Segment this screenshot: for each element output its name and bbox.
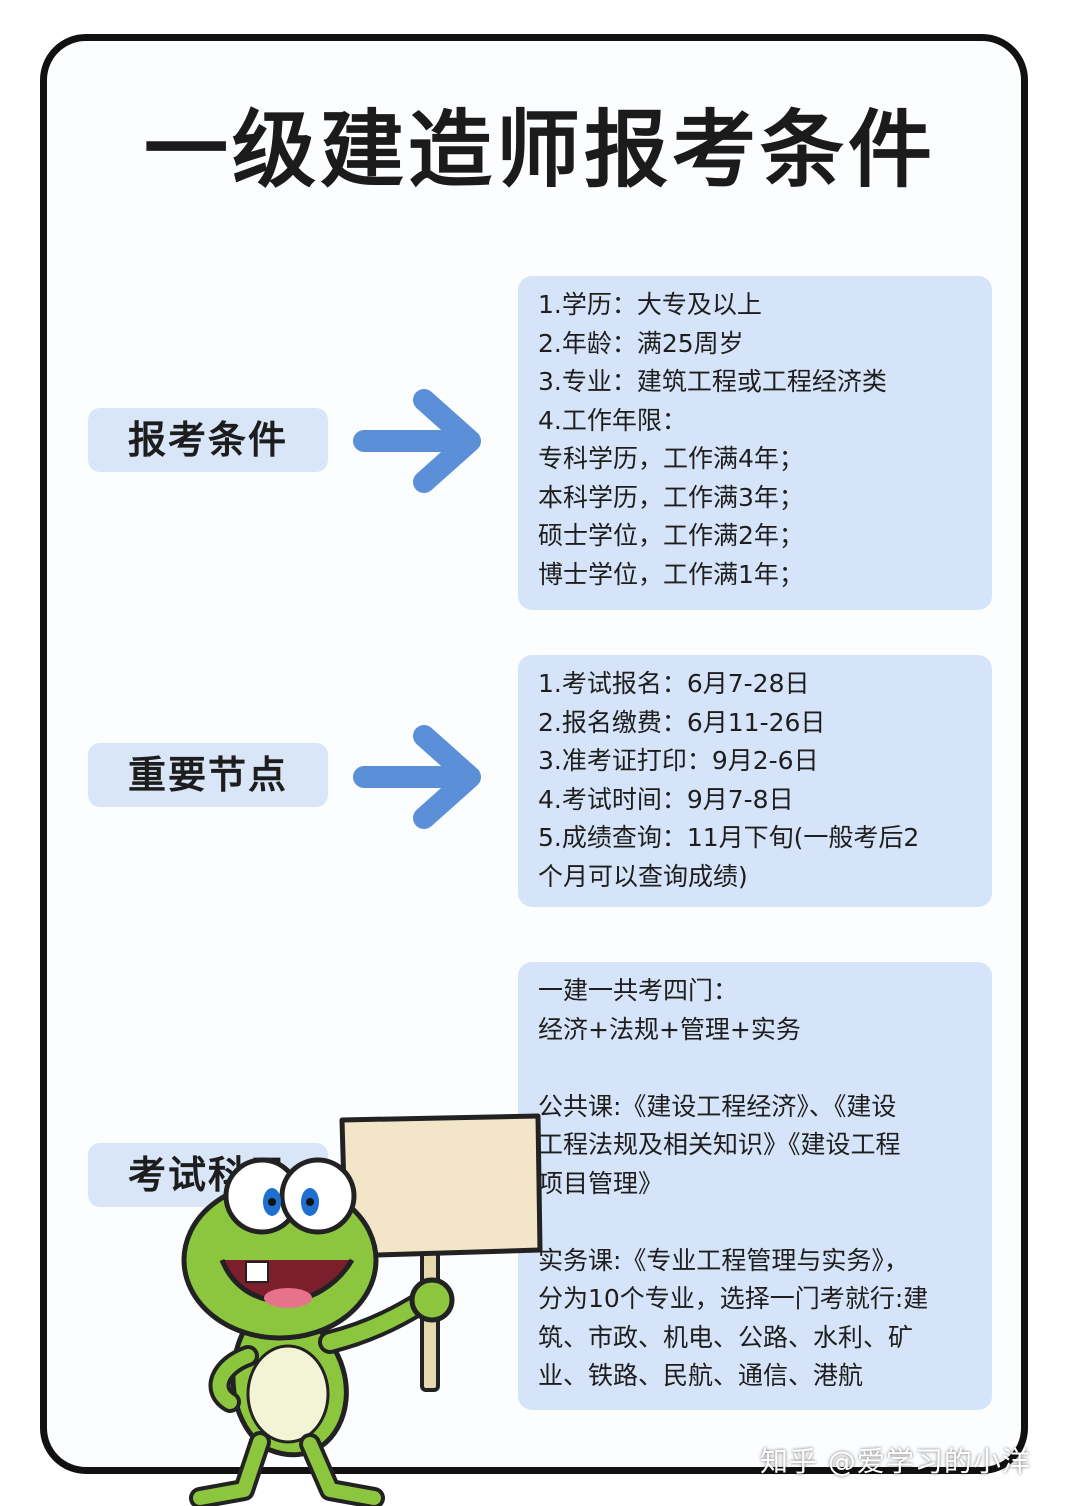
list-item: 项目管理》 <box>538 1168 664 1198</box>
list-item: 3.准考证打印：9月2-6日 <box>538 746 819 775</box>
list-item: 硕士学位，工作满2年； <box>538 521 804 550</box>
list-item: 一建一共考四门： <box>538 976 739 1005</box>
panel-key-dates: 1.考试报名：6月7-28日 2.报名缴费：6月11-26日 3.准考证打印：9… <box>518 655 992 907</box>
list-item: 筑、市政、机电、公路、水利、矿 <box>538 1322 914 1352</box>
list-item: 实务课:《专业工程管理与实务》， <box>538 1245 909 1275</box>
list-item: 业、铁路、民航、通信、港航 <box>538 1361 864 1390</box>
list-item: 2.报名缴费：6月11-26日 <box>538 707 826 737</box>
list-item: 4.考试时间：9月7-8日 <box>538 784 794 814</box>
label-key-dates: 重要节点 <box>88 743 328 807</box>
list-item: 4.工作年限： <box>538 405 687 435</box>
panel-exam-subjects: 一建一共考四门： 经济+法规+管理+实务 公共课:《建设工程经济》、《建设 工程… <box>518 962 992 1410</box>
list-item: 1.学历：大专及以上 <box>538 290 762 319</box>
frog-holding-sign-icon <box>181 1113 543 1506</box>
list-item: 公共课:《建设工程经济》、《建设 <box>538 1091 897 1121</box>
list-item: 5.成绩查询：11月下旬(一般考后2 <box>538 823 920 852</box>
list-item: 工程法规及相关知识》《建设工程 <box>538 1130 901 1159</box>
watermark: 知乎 @爱学习的小洋 <box>760 1445 1031 1478</box>
list-item: 经济+法规+管理+实务 <box>538 1014 801 1044</box>
panel-requirements: 1.学历：大专及以上 2.年龄：满25周岁 3.专业：建筑工程或工程经济类 4.… <box>518 276 992 610</box>
blank-line <box>538 1203 978 1242</box>
list-item: 博士学位，工作满1年； <box>538 559 804 589</box>
list-item: 个月可以查询成绩) <box>538 861 748 891</box>
list-item: 专科学历，工作满4年； <box>538 444 804 473</box>
list-item: 本科学历，工作满3年； <box>538 482 804 512</box>
list-item: 2.年龄：满25周岁 <box>538 328 744 358</box>
label-requirements: 报考条件 <box>88 408 328 472</box>
arrow-right-icon <box>353 725 481 829</box>
list-item: 3.专业：建筑工程或工程经济类 <box>538 367 887 396</box>
blank-line <box>538 1049 978 1088</box>
arrow-right-icon <box>353 389 481 493</box>
page-title: 一级建造师报考条件 <box>143 101 936 199</box>
list-item: 分为10个专业，选择一门考就行:建 <box>538 1284 929 1313</box>
list-item: 1.考试报名：6月7-28日 <box>538 669 810 698</box>
